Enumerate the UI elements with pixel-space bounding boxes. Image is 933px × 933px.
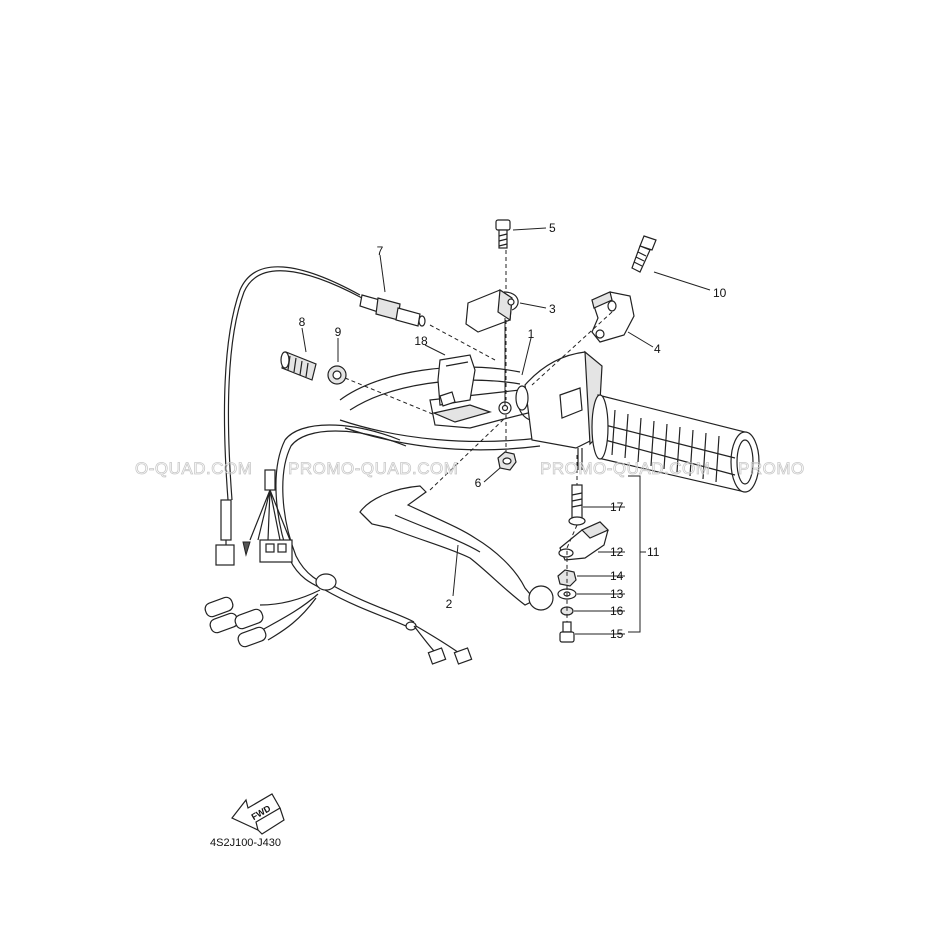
callout-5: 5 — [549, 221, 556, 235]
watermark: O-QUAD.COM PROMO-QUAD.COM PROMO-QUAD.COM… — [135, 459, 805, 479]
pivot-stack — [557, 484, 610, 643]
part-9-nut — [327, 365, 347, 385]
part-2-lever — [359, 485, 554, 611]
switch-housing — [515, 350, 603, 470]
callout-11: 11 — [647, 545, 660, 559]
leader-lines — [301, 227, 711, 635]
watermark-text: PROMO-QUAD.COM — [540, 459, 710, 478]
switch-harness — [204, 424, 473, 665]
watermark-text: O-QUAD.COM — [135, 459, 252, 478]
callouts: 7 5 3 1 4 10 8 9 18 6 2 17 12 11 14 13 1… — [299, 221, 727, 641]
hand-grip — [591, 394, 760, 493]
part-3-holder — [465, 288, 519, 333]
callout-8: 8 — [299, 315, 306, 329]
callout-2: 2 — [446, 597, 453, 611]
callout-18: 18 — [414, 334, 428, 348]
callout-1: 1 — [528, 327, 535, 341]
callout-6: 6 — [475, 476, 482, 490]
callout-17: 17 — [610, 500, 624, 514]
callout-13: 13 — [610, 587, 624, 601]
callout-16: 16 — [610, 604, 624, 618]
part-6-nut — [497, 451, 517, 471]
callout-7: 7 — [377, 244, 384, 258]
lever-bracket — [339, 354, 542, 451]
watermark-text: PROMO-QUAD.COM — [288, 459, 458, 478]
callout-10: 10 — [713, 286, 727, 300]
watermark-text: PROMO — [738, 459, 805, 478]
callout-12: 12 — [610, 545, 624, 559]
part-10-bolt — [631, 235, 657, 273]
part-8-screw — [280, 351, 317, 381]
throttle-cable — [215, 266, 363, 566]
callout-15: 15 — [610, 627, 624, 641]
callout-4: 4 — [654, 342, 661, 356]
callout-3: 3 — [549, 302, 556, 316]
part-5-bolt — [495, 219, 511, 249]
callout-14: 14 — [610, 569, 624, 583]
part-7-adjuster — [359, 294, 426, 327]
fwd-arrow-icon: FWD — [231, 793, 285, 835]
drawing-code: 4S2J100-J430 — [210, 837, 281, 849]
part-4-clamp — [591, 291, 635, 343]
callout-9: 9 — [335, 325, 342, 339]
